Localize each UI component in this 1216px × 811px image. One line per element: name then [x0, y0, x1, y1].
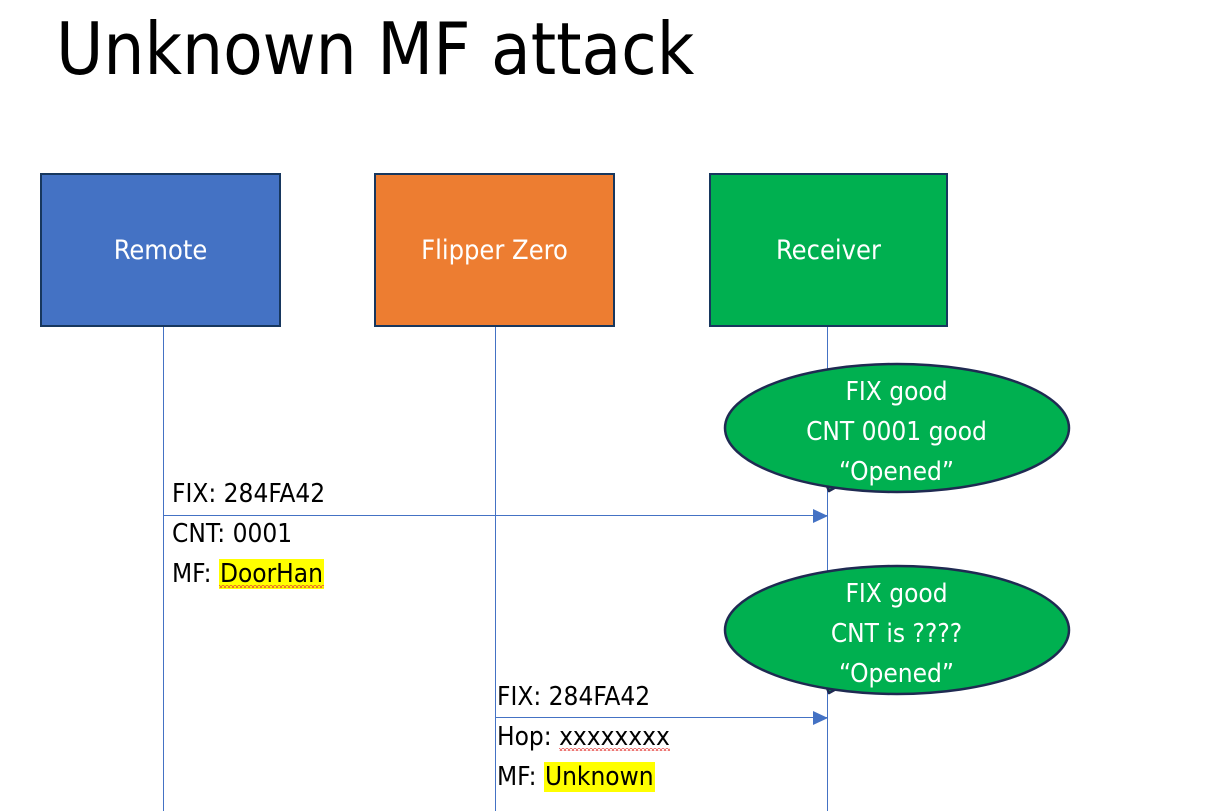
- message-line-mf: MF: Unknown: [497, 757, 670, 797]
- message-line-hop: Hop: xxxxxxxx: [497, 717, 670, 757]
- callout-receiver-response-1: FIX good CNT 0001 good “Opened”: [723, 361, 1075, 521]
- message-line-fix: FIX: 284FA42: [497, 682, 651, 712]
- actor-label-remote: Remote: [113, 234, 208, 266]
- lifeline-flipper: [495, 327, 496, 811]
- message-label-flipper-to-receiver: FIX: 284FA42 Hop: xxxxxxxx MF: Unknown: [497, 677, 670, 797]
- message-line-mf-prefix: MF:: [172, 559, 219, 589]
- message-line-mf-value: DoorHan: [218, 559, 324, 589]
- message-line-hop-prefix: Hop:: [497, 722, 560, 752]
- lifeline-remote: [163, 327, 164, 811]
- actor-box-receiver[interactable]: Receiver: [709, 173, 948, 327]
- callout-bubble-shape: [723, 564, 1071, 696]
- actor-label-flipper-zero: Flipper Zero: [421, 234, 568, 266]
- message-line-fix: FIX: 284FA42: [172, 479, 326, 509]
- message-line-mf-prefix: MF:: [497, 762, 544, 792]
- lifeline-receiver: [827, 327, 828, 811]
- message-line-cnt: CNT: 0001: [172, 519, 293, 549]
- message-line-mf: MF: DoorHan: [172, 554, 325, 594]
- message-line-hop-value: xxxxxxxx: [559, 722, 670, 752]
- callout-ellipse-icon: [723, 564, 1071, 696]
- page-title: Unknown MF attack: [56, 7, 695, 91]
- actor-box-remote[interactable]: Remote: [40, 173, 281, 327]
- message-label-remote-to-receiver: FIX: 284FA42 CNT: 0001 MF: DoorHan: [172, 474, 325, 594]
- actor-box-flipper-zero[interactable]: Flipper Zero: [374, 173, 615, 327]
- callout-bubble-shape: [723, 362, 1071, 494]
- message-line-mf-value: Unknown: [543, 762, 655, 792]
- actor-label-receiver: Receiver: [776, 234, 881, 266]
- callout-receiver-response-2: FIX good CNT is ???? “Opened”: [723, 563, 1075, 723]
- callout-ellipse-icon: [723, 362, 1071, 494]
